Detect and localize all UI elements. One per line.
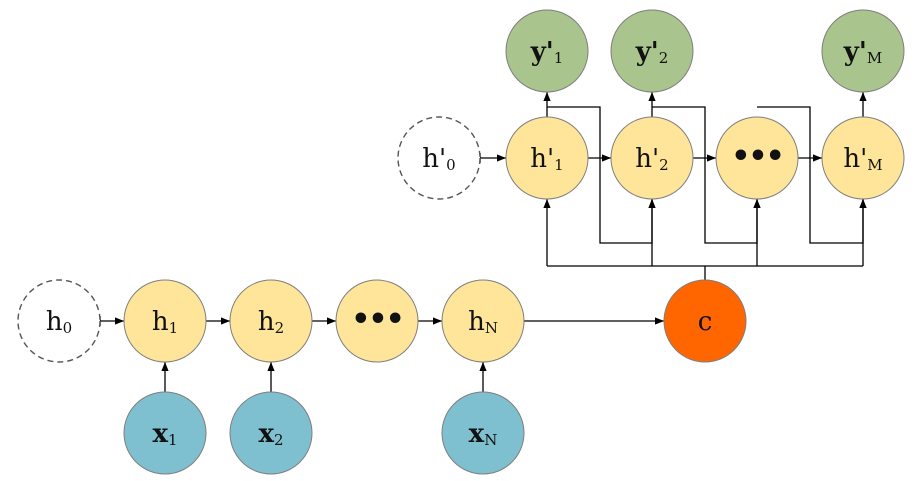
decoder-state-node-4: h'M: [821, 116, 905, 200]
encoder-initial-state-node-label-sub: 0: [63, 319, 73, 337]
decoder-output-node-3-label-main: y': [843, 37, 867, 67]
encoder-input-node-2-label-sub: 2: [274, 431, 284, 449]
encoder-state-node-3-circle: [335, 279, 419, 363]
encoder-state-node-3-label: •••: [351, 302, 403, 337]
decoder-output-node-3: y'M: [821, 9, 905, 93]
encoder-state-node-2-label-sub: 2: [275, 319, 285, 337]
encoder-input-node-1-label-sub: 1: [168, 431, 178, 449]
decoder-state-node-4-label: h'M: [843, 144, 882, 174]
encoder-state-node-2-label: h2: [258, 307, 284, 337]
encoder-state-node-1: h1: [123, 279, 207, 363]
encoder-state-node-2-label-main: h: [258, 307, 275, 337]
decoder-initial-state-node-circle: [397, 116, 481, 200]
decoder-state-node-3-label-main: •••: [731, 139, 783, 174]
encoder-input-node-1-label-main: x: [152, 419, 168, 449]
decoder-output-node-3-label-sub: M: [867, 49, 882, 67]
decoder-output-node-1: y'1: [505, 9, 589, 93]
decoder-initial-state-node: h'0: [397, 116, 481, 200]
decoder-state-node-2-label-main: h': [635, 144, 659, 174]
context-node-label: c: [698, 307, 713, 337]
decoder-output-node-2-circle: [610, 9, 694, 93]
encoder-input-node-2: x2: [229, 391, 313, 475]
decoder-state-node-2-label: h'2: [635, 144, 668, 174]
encoder-input-node-3-circle: [441, 391, 525, 475]
encoder-state-node-1-circle: [123, 279, 207, 363]
decoder-output-node-1-circle: [505, 9, 589, 93]
context-node-circle: [663, 279, 747, 363]
connections: [99, 92, 867, 392]
encoder-state-node-3-label-main: •••: [351, 302, 403, 337]
decoder-output-node-3-circle: [821, 9, 905, 93]
encoder-initial-state-node-circle: [17, 279, 101, 363]
encoder-input-node-2-circle: [229, 391, 313, 475]
decoder-state-node-1-label-main: h': [530, 144, 554, 174]
decoder-state-node-3-circle: [715, 116, 799, 200]
decoder-state-node-2: h'2: [610, 116, 694, 200]
decoder-state-node-1-label: h'1: [530, 144, 563, 174]
encoder-input-node-1: x1: [123, 391, 207, 475]
decoder-state-node-3-label: •••: [731, 139, 783, 174]
encoder-state-node-1-label: h1: [152, 307, 178, 337]
encoder-input-node-1-label: x1: [152, 419, 177, 449]
encoder-state-node-4-label-sub: N: [485, 319, 498, 337]
decoder-state-node-3: •••: [715, 116, 799, 200]
feedback-ddots-dhM: [757, 106, 867, 244]
decoder-state-node-2-circle: [610, 116, 694, 200]
encoder-state-node-2: h2: [229, 279, 313, 363]
decoder-initial-state-node-label: h'0: [422, 144, 455, 174]
encoder-state-node-1-label-sub: 1: [169, 319, 179, 337]
encoder-state-node-4: hN: [441, 279, 525, 363]
encoder-state-node-4-label-main: h: [468, 307, 485, 337]
feedback-y2-ddots: [652, 106, 761, 244]
decoder-state-node-2-label-sub: 2: [659, 156, 669, 174]
decoder-state-node-1-circle: [505, 116, 589, 200]
decoder-state-node-1-label-sub: 1: [554, 156, 564, 174]
decoder-state-node-4-label-sub: M: [867, 156, 882, 174]
decoder-output-node-2-label-sub: 2: [659, 49, 669, 67]
encoder-input-node-3-label: xN: [469, 419, 498, 449]
decoder-output-node-1-label-main: y': [530, 37, 554, 67]
decoder-output-node-2-label: y'2: [635, 37, 669, 67]
feedback-y1-dh2: [547, 106, 656, 244]
decoder-initial-state-node-label-sub: 0: [446, 156, 456, 174]
decoder-state-node-4-circle: [821, 116, 905, 200]
encoder-state-node-2-circle: [229, 279, 313, 363]
context-node-label-main: c: [698, 307, 713, 337]
encoder-input-node-1-circle: [123, 391, 207, 475]
encoder-state-node-4-label: hN: [468, 307, 498, 337]
encoder-input-node-3: xN: [441, 391, 525, 475]
decoder-output-node-1-label-sub: 1: [554, 49, 564, 67]
encoder-input-node-3-label-sub: N: [484, 431, 497, 449]
encoder-initial-state-node: h0: [17, 279, 101, 363]
decoder-state-node-4-label-main: h': [843, 144, 867, 174]
encoder-input-node-2-label: x2: [258, 419, 283, 449]
decoder-output-node-3-label: y'M: [843, 37, 882, 67]
encoder-state-node-1-label-main: h: [152, 307, 169, 337]
decoder-state-node-1: h'1: [505, 116, 589, 200]
decoder-output-node-2-label-main: y': [635, 37, 659, 67]
context-node: c: [663, 279, 747, 363]
encoder-input-node-2-label-main: x: [258, 419, 274, 449]
encoder-initial-state-node-label-main: h: [46, 307, 63, 337]
encoder-initial-state-node-label: h0: [46, 307, 72, 337]
decoder-output-node-2: y'2: [610, 9, 694, 93]
decoder-output-node-1-label: y'1: [530, 37, 564, 67]
encoder-input-node-3-label-main: x: [469, 419, 485, 449]
encoder-state-node-4-circle: [441, 279, 525, 363]
encoder-state-node-3: •••: [335, 279, 419, 363]
decoder-initial-state-node-label-main: h': [422, 144, 446, 174]
